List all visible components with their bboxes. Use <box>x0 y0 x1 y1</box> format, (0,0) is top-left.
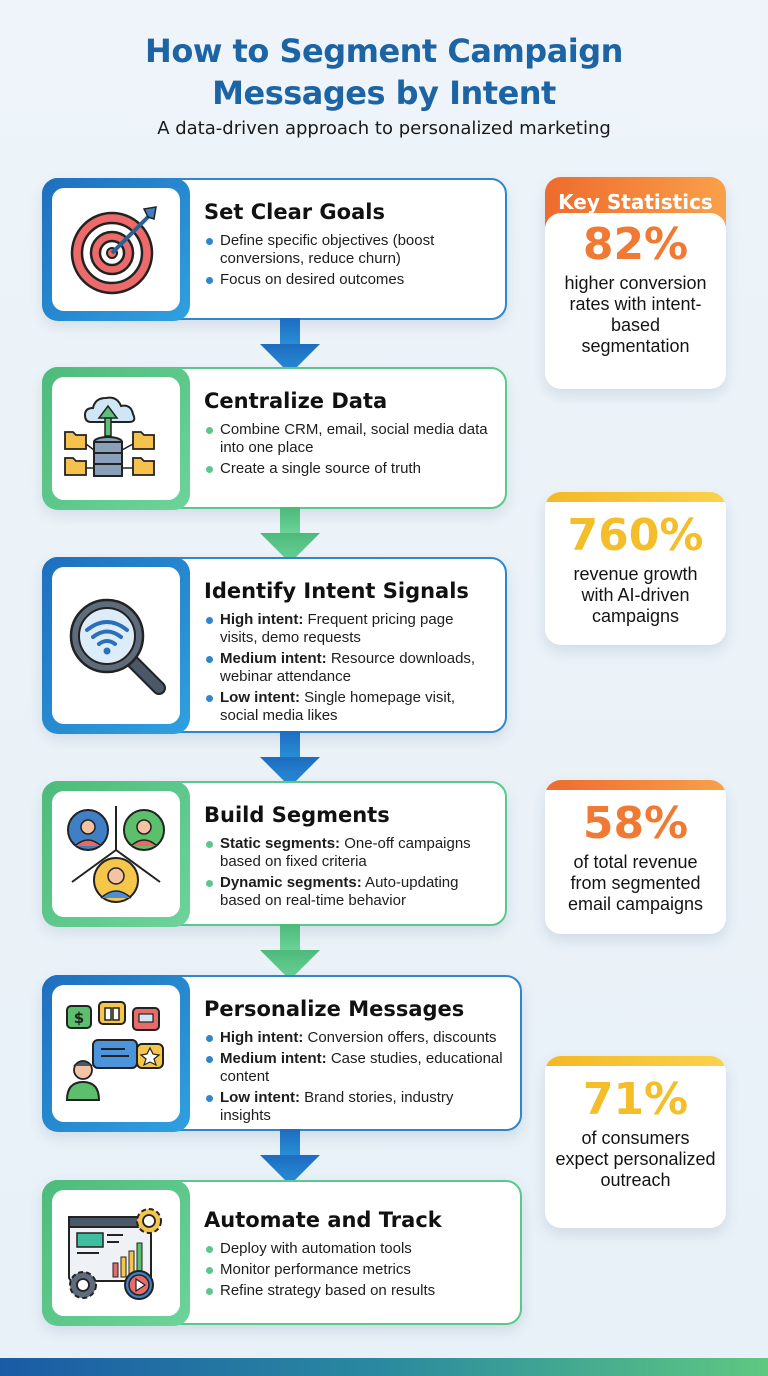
step-build-segments: Build Segments Static segments: One-off … <box>41 780 507 927</box>
step-identify-intent-signals: Identify Intent Signals High intent: Fre… <box>41 556 507 734</box>
svg-text:$: $ <box>73 1009 83 1027</box>
bullet: Define specific objectives (boost conver… <box>204 232 491 268</box>
stat-card-82: Key Statistics 82% higher conversion rat… <box>545 177 726 389</box>
step-bullets: High intent: Frequent pricing page visit… <box>204 611 491 725</box>
step-icon-frame <box>41 780 190 927</box>
step-icon-frame: $ <box>41 974 190 1132</box>
step-automate-and-track: Automate and Track Deploy with automatio… <box>41 1179 522 1326</box>
step-title: Centralize Data <box>204 389 388 413</box>
stat-value: 71% <box>582 1074 689 1125</box>
page-subtitle: A data-driven approach to personalized m… <box>157 118 611 139</box>
step-icon-frame <box>41 556 190 734</box>
bullet: Deploy with automation tools <box>204 1240 506 1258</box>
step-title: Automate and Track <box>204 1208 442 1232</box>
bullet: High intent: Frequent pricing page visit… <box>204 611 491 647</box>
bullet: Focus on desired outcomes <box>204 271 491 289</box>
bullet: Create a single source of truth <box>204 460 491 478</box>
target-icon <box>70 206 157 295</box>
step-bullets: Static segments: One-off campaigns based… <box>204 835 491 910</box>
stat-value: 82% <box>582 219 689 270</box>
bullet: Monitor performance metrics <box>204 1261 506 1279</box>
arrow-down-icon <box>260 731 320 787</box>
magnifier-signal-icon <box>69 598 166 695</box>
title-line-1: How to Segment Campaign <box>145 32 623 70</box>
step-icon-frame <box>41 366 190 510</box>
arrow-down-icon <box>260 507 320 563</box>
arrow-down-icon <box>260 1129 320 1185</box>
stat-card-760: 760% revenue growth with AI-driven campa… <box>545 492 726 645</box>
arrow-down-icon <box>260 924 320 980</box>
database-cloud-icon <box>63 396 155 477</box>
step-bullets: High intent: Conversion offers, discount… <box>204 1029 506 1125</box>
step-title: Identify Intent Signals <box>204 579 469 603</box>
stat-value: 58% <box>582 798 689 849</box>
bullet: Low intent: Brand stories, industry insi… <box>204 1089 506 1125</box>
title-line-2: Messages by Intent <box>212 74 556 112</box>
step-icon-frame <box>41 177 190 321</box>
step-centralize-data: Centralize Data Combine CRM, email, soci… <box>41 366 507 510</box>
chat-bubbles-icon: $ <box>65 1001 164 1101</box>
stat-description: of total revenue from segmented email ca… <box>567 852 704 914</box>
stat-value: 760% <box>567 510 704 561</box>
bullet: Refine strategy based on results <box>204 1282 506 1300</box>
step-title: Set Clear Goals <box>204 200 385 224</box>
stat-card-58: 58% of total revenue from segmented emai… <box>545 780 726 934</box>
step-set-clear-goals: Set Clear Goals Define specific objectiv… <box>41 177 507 321</box>
bullet: Medium intent: Resource downloads, webin… <box>204 650 491 686</box>
step-title: Build Segments <box>204 803 390 827</box>
header: How to Segment Campaign Messages by Inte… <box>0 30 768 139</box>
bullet: High intent: Conversion offers, discount… <box>204 1029 506 1047</box>
bullet: Combine CRM, email, social media data in… <box>204 421 491 457</box>
arrow-down-icon <box>260 318 320 374</box>
step-bullets: Combine CRM, email, social media data in… <box>204 421 491 478</box>
bullet: Low intent: Single homepage visit, socia… <box>204 689 491 725</box>
step-bullets: Deploy with automation tools Monitor per… <box>204 1240 506 1300</box>
stat-description: of consumers expect personalized outreac… <box>555 1128 716 1190</box>
stat-description: revenue growth with AI-driven campaigns <box>573 564 698 626</box>
bullet: Dynamic segments: Auto-updating based on… <box>204 874 491 910</box>
stat-description: higher conversion rates with intent-base… <box>564 273 707 356</box>
bullet: Static segments: One-off campaigns based… <box>204 835 491 871</box>
page-title: How to Segment Campaign Messages by Inte… <box>0 30 768 114</box>
step-title: Personalize Messages <box>204 997 465 1021</box>
step-bullets: Define specific objectives (boost conver… <box>204 232 491 289</box>
footer-gradient-bar <box>0 1358 768 1376</box>
user-segments-icon <box>66 805 165 903</box>
stat-card-71: 71% of consumers expect personalized out… <box>545 1056 726 1228</box>
step-icon-frame <box>41 1179 190 1326</box>
dashboard-gears-icon <box>67 1207 162 1300</box>
step-personalize-messages: $ Personalize Messages High intent: Conv… <box>41 974 522 1132</box>
bullet: Medium intent: Case studies, educational… <box>204 1050 506 1086</box>
